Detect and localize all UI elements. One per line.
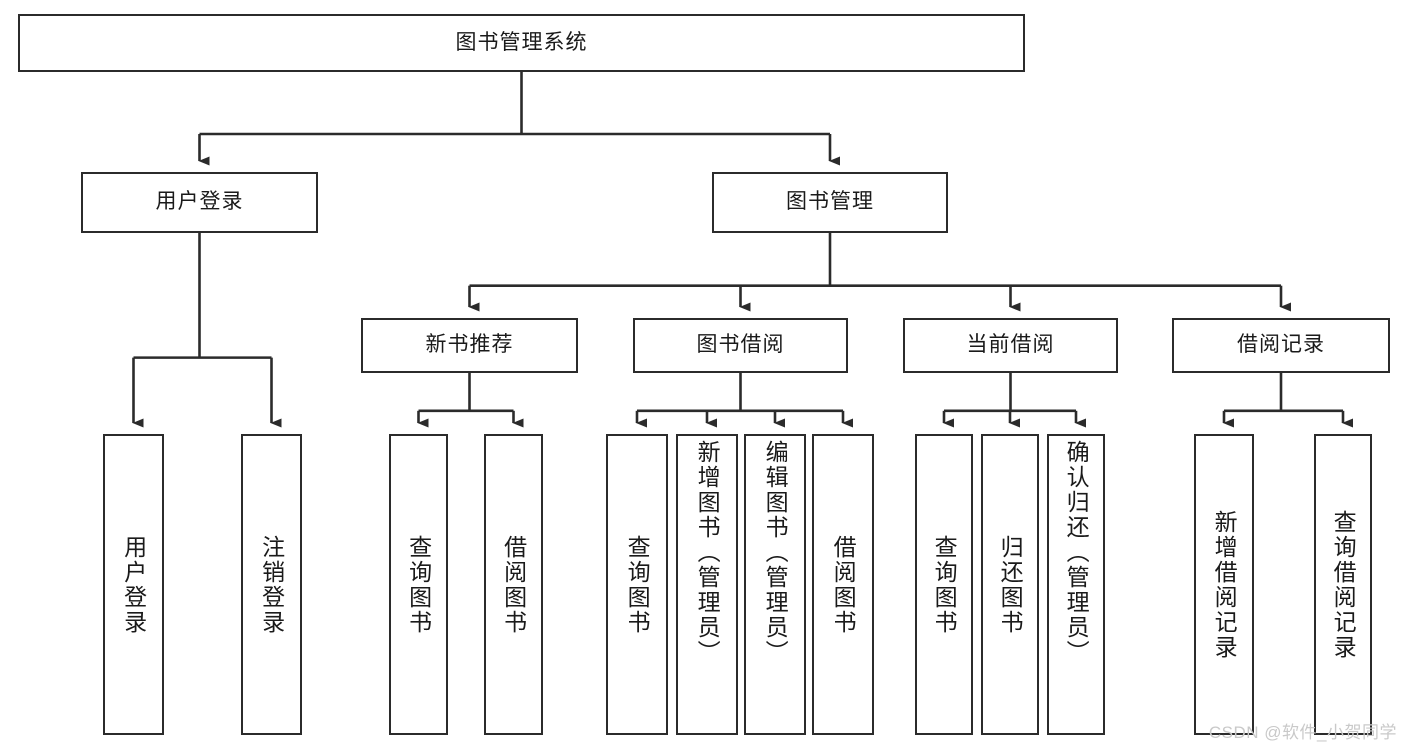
node-label: 编辑图书（管理员） [762, 440, 789, 665]
csdn-watermark: CSDN @软件_小贺同学 [1208, 723, 1397, 742]
node-leaf_add_record[interactable]: 新增借阅记录 [1194, 434, 1254, 735]
node-leaf_edit_book[interactable]: 编辑图书（管理员） [744, 434, 806, 735]
node-label: 用户登录 [120, 534, 147, 635]
node-leaf_add_book[interactable]: 新增图书（管理员） [676, 434, 738, 735]
node-label: 查询借阅记录 [1330, 509, 1357, 660]
node-leaf_logout[interactable]: 注销登录 [241, 434, 302, 735]
node-label: 当前借阅 [966, 333, 1055, 357]
node-label: 图书管理系统 [455, 30, 588, 54]
node-root[interactable]: 图书管理系统 [18, 14, 1025, 72]
node-label: 借阅图书 [830, 534, 857, 635]
node-new_book_rec[interactable]: 新书推荐 [361, 318, 578, 373]
node-book_manage[interactable]: 图书管理 [712, 172, 948, 233]
node-leaf_return_book[interactable]: 归还图书 [981, 434, 1039, 735]
node-label: 查询图书 [405, 534, 432, 635]
node-label: 借阅图书 [500, 534, 527, 635]
tree-connectors [132, 72, 1353, 428]
node-leaf_query_book_3[interactable]: 查询图书 [915, 434, 973, 735]
node-leaf_borrow_book_2[interactable]: 借阅图书 [812, 434, 874, 735]
node-user_login[interactable]: 用户登录 [81, 172, 318, 233]
node-leaf_borrow_book_1[interactable]: 借阅图书 [484, 434, 543, 735]
node-current_borrow[interactable]: 当前借阅 [903, 318, 1118, 373]
node-label: 用户登录 [155, 190, 244, 214]
node-label: 新书推荐 [425, 333, 514, 357]
node-book_borrow[interactable]: 图书借阅 [633, 318, 848, 373]
node-leaf_query_book_1[interactable]: 查询图书 [389, 434, 448, 735]
node-label: 新增图书（管理员） [694, 440, 721, 665]
node-label: 查询图书 [931, 534, 958, 635]
node-borrow_record[interactable]: 借阅记录 [1172, 318, 1390, 373]
node-label: 图书管理 [786, 190, 874, 214]
node-label: 新增借阅记录 [1211, 509, 1238, 660]
node-label: 图书借阅 [696, 333, 785, 357]
node-label: 借阅记录 [1237, 333, 1325, 357]
node-label: 注销登录 [258, 534, 285, 635]
node-label: 查询图书 [624, 534, 651, 635]
node-label: 确认归还（管理员） [1063, 440, 1090, 665]
node-leaf_query_book_2[interactable]: 查询图书 [606, 434, 668, 735]
node-label: 归还图书 [997, 534, 1024, 635]
node-leaf_query_record[interactable]: 查询借阅记录 [1314, 434, 1372, 735]
node-leaf_user_login[interactable]: 用户登录 [103, 434, 164, 735]
node-leaf_confirm_return[interactable]: 确认归还（管理员） [1047, 434, 1105, 735]
